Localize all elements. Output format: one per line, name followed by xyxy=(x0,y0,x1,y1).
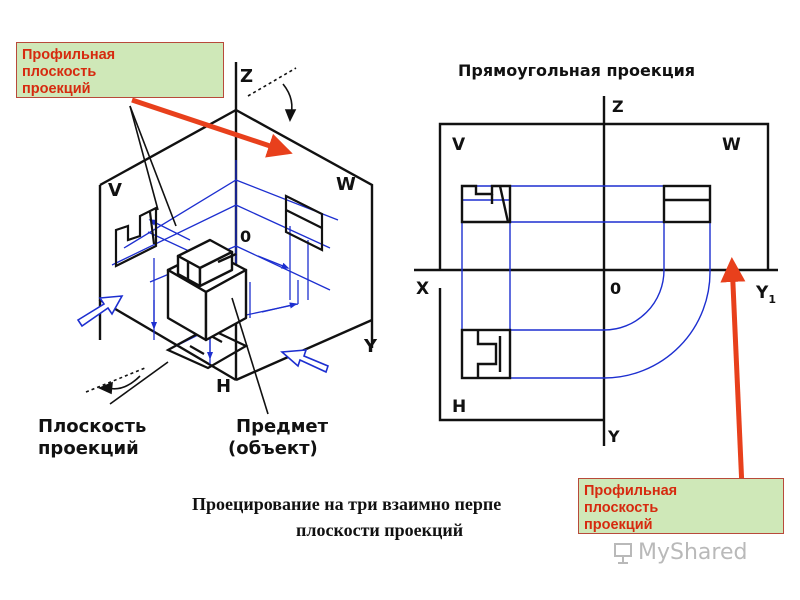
ortho-plane-h-label: H xyxy=(452,397,466,417)
callout-profile-plane-bottom: Профильная плоскость проекций xyxy=(578,478,784,534)
callout-arrow-top xyxy=(131,97,293,158)
label-plane-line2: проекций xyxy=(38,438,139,459)
projection-on-w xyxy=(284,194,324,252)
callout-profile-plane-top: Профильная плоскость проекций xyxy=(16,42,224,98)
iso-plane-h-label: H xyxy=(216,376,231,397)
rotation-arrow-top xyxy=(247,67,297,122)
orthographic-view: Прямоугольная проекция xyxy=(414,61,778,446)
leader-lines xyxy=(109,105,269,415)
plane-w-outline xyxy=(235,108,374,382)
ortho-axis-z-label: Z xyxy=(612,97,624,116)
caption-line1: Проецирование на три взаимно перпе xyxy=(192,494,502,514)
ortho-axis-y-label: Y xyxy=(607,427,620,446)
iso-plane-v-label: V xyxy=(108,180,122,201)
callout-bottom-line1: Профильная xyxy=(584,483,678,499)
ortho-frame xyxy=(414,96,778,446)
isometric-view: Z V W 0 Y H Плоскость проекций Предмет (… xyxy=(38,62,378,459)
callout-bottom-line3: проекций xyxy=(584,517,653,533)
object-3d xyxy=(166,238,248,342)
watermark-text: MyShared xyxy=(638,540,748,565)
iso-plane-w-label: W xyxy=(336,174,356,195)
label-object-line1: Предмет xyxy=(236,416,329,437)
front-view xyxy=(460,184,512,224)
iso-axis-y-label: Y xyxy=(363,336,378,357)
top-view xyxy=(460,328,512,380)
callout-arrow-bottom xyxy=(720,257,746,489)
ortho-axis-y1-label: Y1 xyxy=(755,283,776,306)
callout-top-line2: плоскость xyxy=(22,64,97,80)
iso-origin-label: 0 xyxy=(240,227,251,246)
callout-bottom-line2: плоскость xyxy=(584,500,659,516)
presentation-icon xyxy=(614,542,632,564)
projection-on-v xyxy=(114,206,158,268)
side-view xyxy=(662,184,712,224)
callout-top-line1: Профильная xyxy=(22,47,116,63)
ortho-origin-label: 0 xyxy=(610,279,621,298)
view-direction-arrow-left xyxy=(76,295,124,328)
callout-top-line3: проекций xyxy=(22,81,91,97)
callout-arrows xyxy=(131,97,746,489)
ortho-title: Прямоугольная проекция xyxy=(458,61,695,80)
ortho-plane-w-label: W xyxy=(722,135,741,155)
ortho-plane-v-label: V xyxy=(452,135,466,155)
ortho-axis-x-label: X xyxy=(416,279,429,299)
label-object-line2: (объект) xyxy=(228,438,318,459)
rotation-arrow-bottom xyxy=(85,367,146,395)
iso-axis-z-label: Z xyxy=(240,66,253,87)
view-direction-arrow-right xyxy=(280,349,329,374)
caption-line2: плоскости проекций xyxy=(296,520,464,540)
watermark: MyShared xyxy=(612,540,747,565)
label-plane-line1: Плоскость xyxy=(38,416,146,437)
